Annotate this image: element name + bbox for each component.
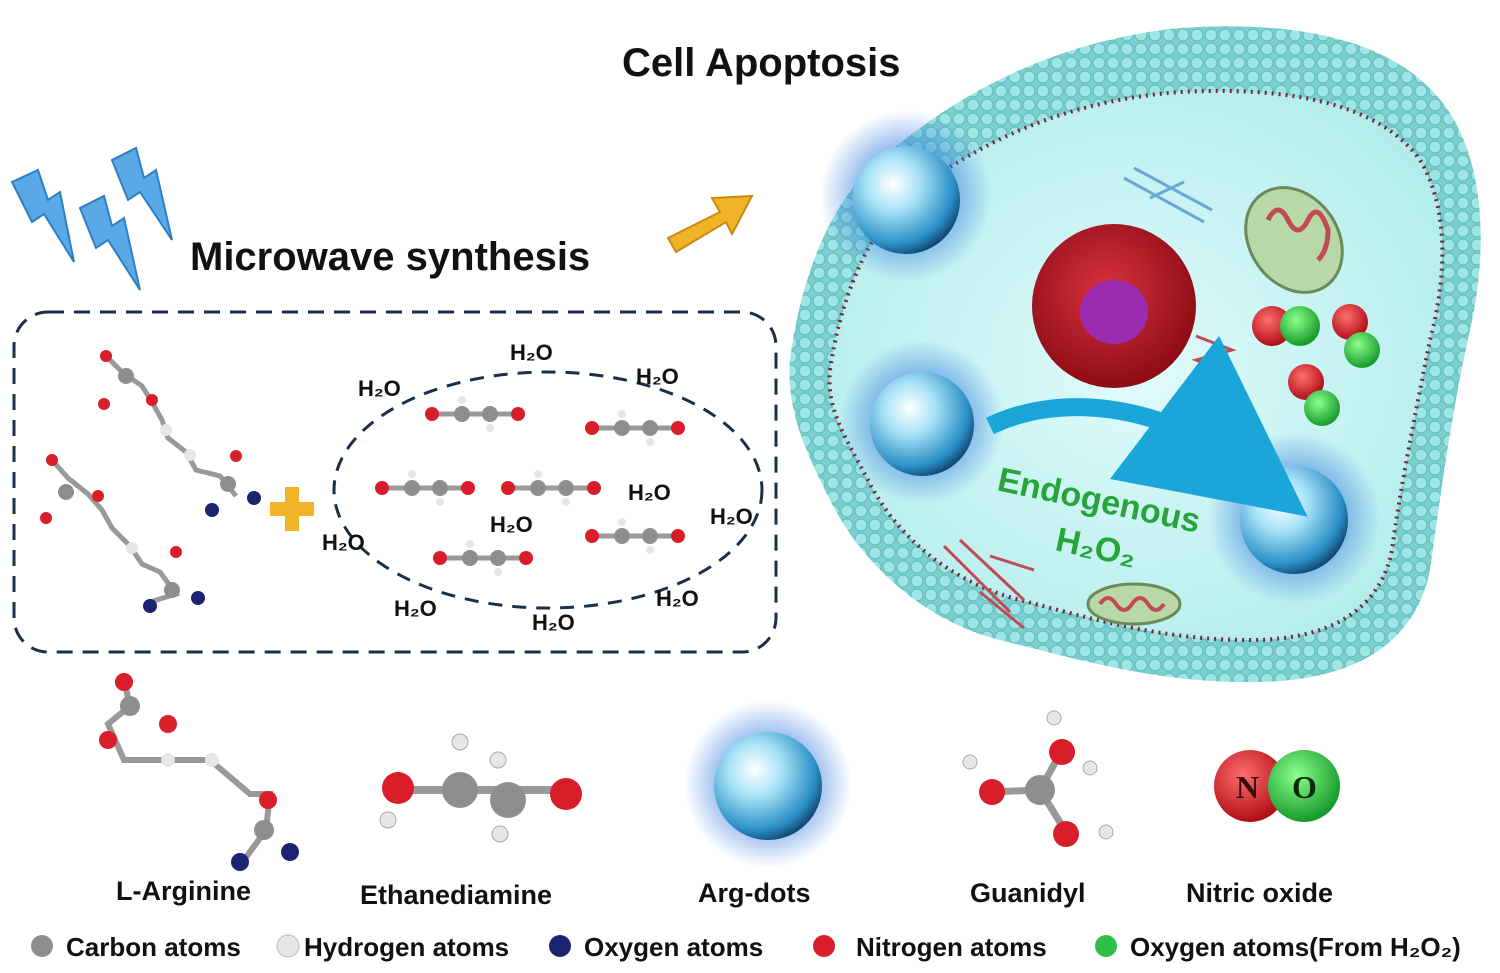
h2o-label: H₂O bbox=[510, 340, 553, 365]
component-arg-dots: Arg-dots bbox=[684, 700, 852, 908]
h2o-label: H₂O bbox=[532, 610, 575, 635]
plus-icon bbox=[270, 487, 314, 531]
lightning-icon bbox=[78, 194, 141, 291]
h2o-label: H₂O bbox=[656, 586, 699, 611]
reaction-box bbox=[12, 310, 778, 654]
water-labels: H₂O H₂O H₂O H₂O H₂O H₂O H₂O H₂O H₂O H₂O bbox=[322, 340, 753, 635]
apoptosis-title: Cell Apoptosis bbox=[622, 41, 901, 85]
h2o-label: H₂O bbox=[322, 530, 365, 555]
lightning-icon bbox=[110, 146, 173, 241]
l-arginine-molecule bbox=[50, 354, 238, 605]
ethanediamine-label: Ethanediamine bbox=[360, 880, 552, 910]
h2o-label: H₂O bbox=[628, 480, 671, 505]
lightning-icons bbox=[10, 146, 173, 291]
solvent-ellipse bbox=[332, 370, 764, 610]
legend-carbon: Carbon atoms bbox=[66, 932, 241, 962]
h2o-label: H₂O bbox=[636, 364, 679, 389]
h2o-label: H₂O bbox=[394, 596, 437, 621]
nitric-oxide-label: Nitric oxide bbox=[1186, 878, 1333, 908]
lightning-icon bbox=[10, 168, 75, 263]
legend-oxygen-h2o2: Oxygen atoms(From H₂O₂) bbox=[1130, 932, 1461, 962]
legend-hydrogen: Hydrogen atoms bbox=[304, 932, 509, 962]
component-guanidyl: Guanidyl bbox=[962, 710, 1114, 908]
legend-oxygen: Oxygen atoms bbox=[584, 932, 763, 962]
component-ethanediamine: Ethanediamine bbox=[360, 733, 582, 910]
endogenous-arrow-icon bbox=[986, 335, 1308, 517]
legend-nitrogen: Nitrogen atoms bbox=[856, 932, 1047, 962]
o-letter: O bbox=[1292, 769, 1317, 805]
guanidyl-label: Guanidyl bbox=[970, 878, 1086, 908]
nucleus bbox=[1032, 224, 1196, 388]
microwave-title: Microwave synthesis bbox=[190, 235, 590, 279]
h2o-label: H₂O bbox=[710, 504, 753, 529]
component-l-arginine: L-Arginine bbox=[99, 673, 299, 906]
n-letter: N bbox=[1236, 769, 1259, 805]
h2o-label: H₂O bbox=[490, 512, 533, 537]
l-arginine-label: L-Arginine bbox=[116, 876, 251, 906]
process-arrow-icon bbox=[666, 194, 754, 254]
h2o-label: H₂O bbox=[358, 376, 401, 401]
component-nitric-oxide: N O Nitric oxide bbox=[1186, 750, 1340, 908]
arg-dots-label: Arg-dots bbox=[698, 878, 810, 908]
mitochondria bbox=[1086, 186, 1344, 626]
legend: Carbon atoms Hydrogen atoms Oxygen atoms… bbox=[31, 932, 1461, 962]
ethanediamine-molecules bbox=[375, 396, 685, 576]
